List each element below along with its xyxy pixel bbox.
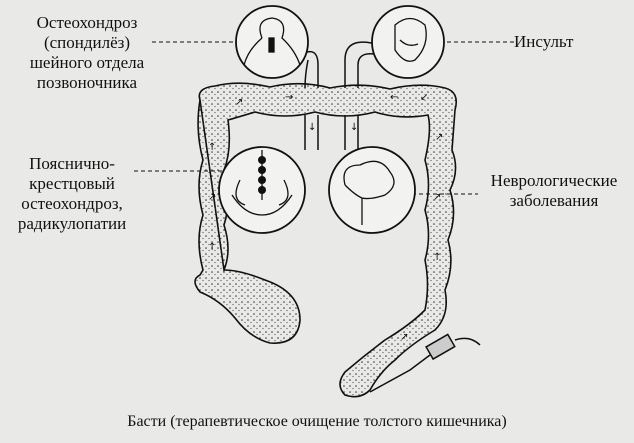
svg-text:↗: ↗ (400, 332, 408, 343)
brain-circle (328, 146, 416, 234)
svg-text:↙: ↙ (420, 92, 428, 103)
label-lumbar-osteochondrosis: Пояснично- крестцовый остеохондроз, ради… (2, 154, 142, 234)
svg-text:↗: ↗ (235, 97, 243, 108)
label-line: Остеохондроз (36, 13, 138, 32)
label-line: Пояснично- (29, 154, 115, 173)
head-icon (243, 17, 301, 66)
svg-text:↗: ↗ (433, 192, 441, 203)
colon (194, 82, 458, 398)
brain-icon (343, 160, 395, 225)
label-line: заболевания (509, 191, 599, 210)
leader-lines (134, 41, 515, 195)
svg-text:→: → (285, 92, 293, 103)
label-line: остеохондроз, (21, 194, 123, 213)
svg-text:↗: ↗ (435, 132, 443, 143)
label-neurological-diseases: Неврологические заболевания (474, 171, 634, 211)
label-line: радикулопатии (17, 214, 127, 233)
svg-text:↑: ↑ (208, 242, 216, 253)
enema-device-icon (369, 333, 481, 393)
label-line: крестцовый (29, 174, 115, 193)
label-line: позвоночника (36, 73, 138, 92)
svg-text:←: ← (390, 92, 398, 103)
label-line: Неврологические (490, 171, 618, 190)
stroke-brain-circle (371, 5, 445, 79)
svg-text:↗: ↗ (208, 192, 216, 203)
svg-text:↑: ↑ (433, 252, 441, 263)
flow-arrows: ↑ ↗ ↑ ↗ → ← ↙ ↗ ↗ ↑ ↗ ↓ ↓ (208, 92, 443, 343)
pelvis-icon (231, 150, 293, 216)
label-line: (спондилёз) (43, 33, 131, 52)
label-cervical-osteochondrosis: Остеохондроз (спондилёз) шейного отдела … (12, 13, 162, 93)
svg-text:↑: ↑ (208, 142, 216, 153)
label-line: шейного отдела (29, 53, 145, 72)
brain-sketch-icon (394, 17, 427, 62)
svg-text:↓: ↓ (350, 122, 358, 133)
svg-text:↓: ↓ (308, 122, 316, 133)
figure-caption: Басти (терапевтическое очищение толстого… (127, 413, 507, 430)
label-stroke: Инсульт (514, 32, 574, 51)
